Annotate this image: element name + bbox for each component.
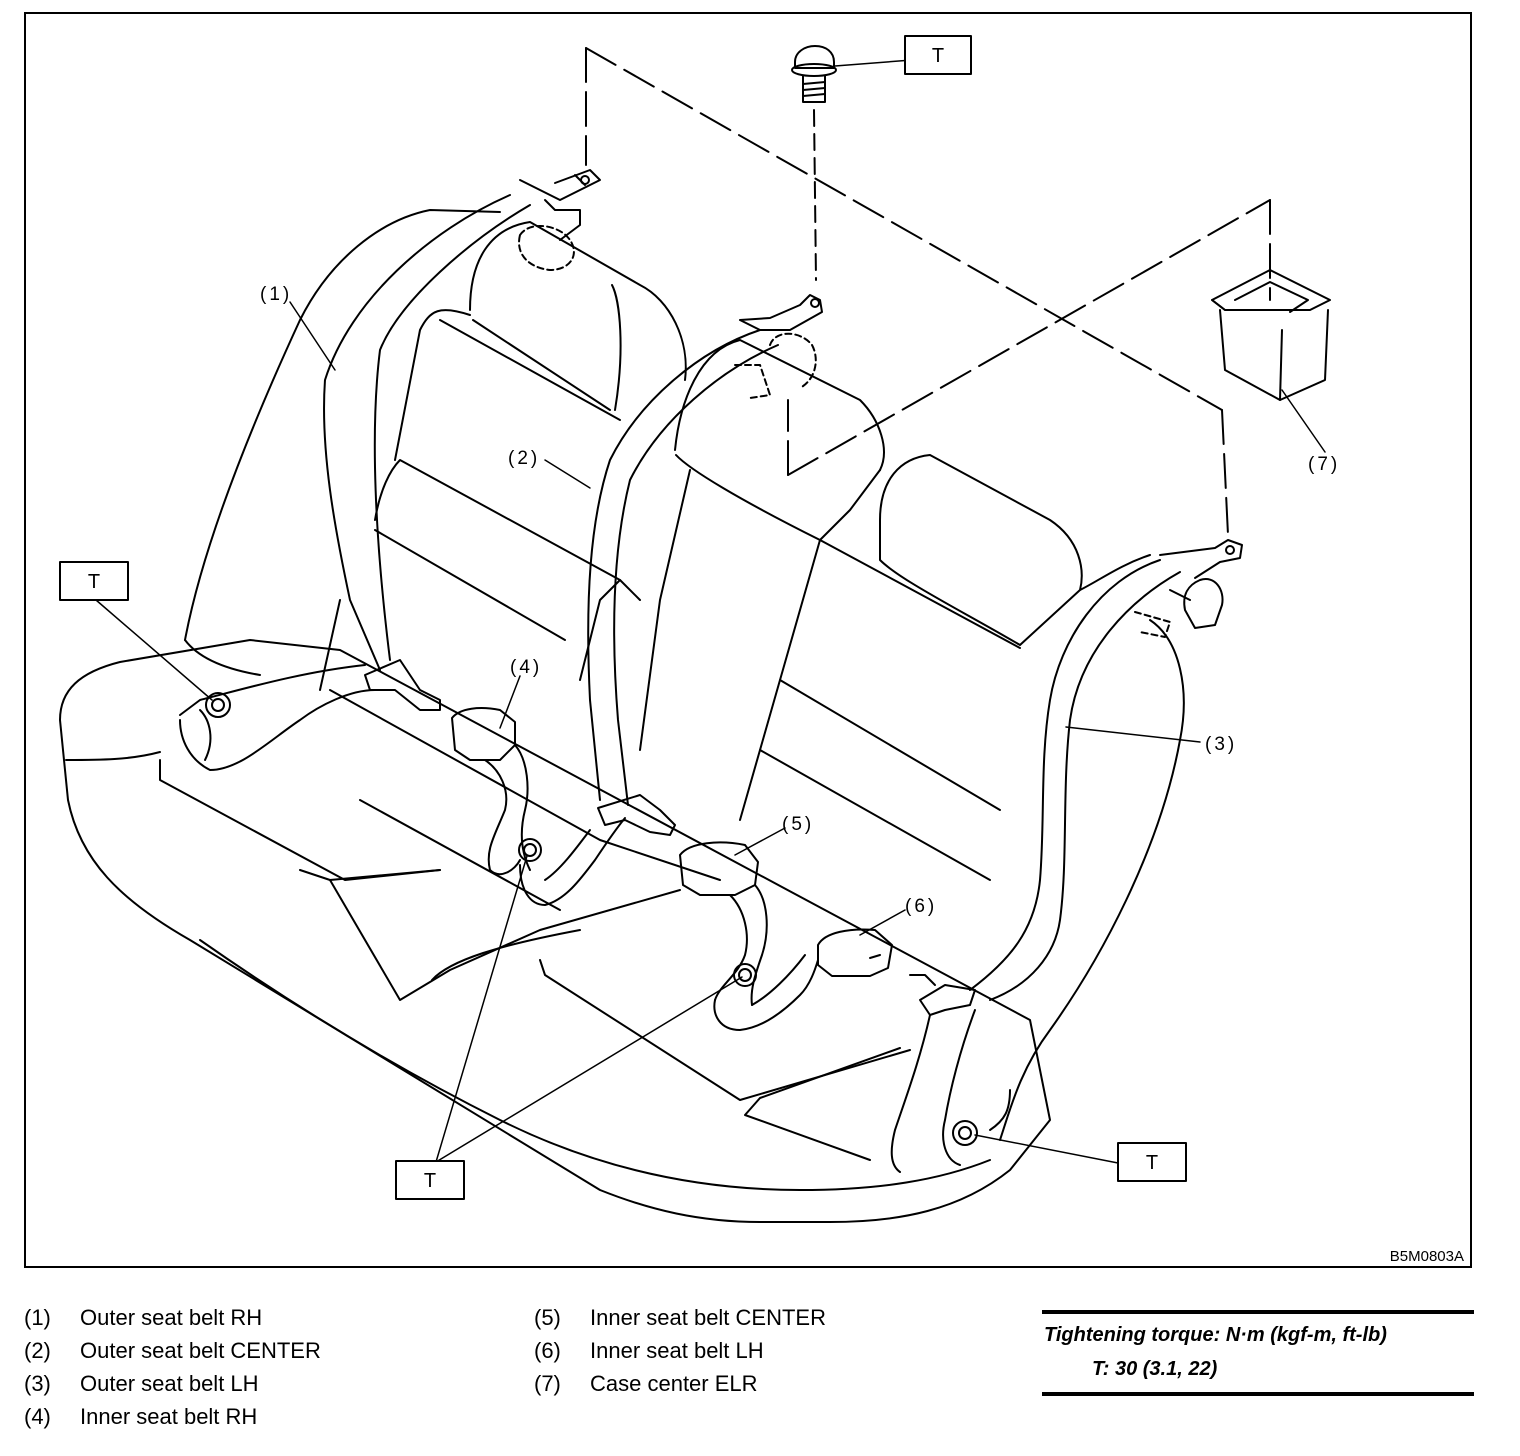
torque-marker-top: T (932, 45, 944, 67)
legend-number: (7) (534, 1371, 561, 1396)
assembly-lines (585, 47, 1271, 536)
legend-item-6: (6) Inner seat belt LH (534, 1338, 764, 1364)
legend-number: (3) (24, 1371, 51, 1396)
legend-text: Inner seat belt RH (80, 1404, 258, 1429)
callout-5: (5) (782, 814, 814, 835)
legend-text: Inner seat belt LH (590, 1338, 764, 1363)
callout-7: (7) (1308, 454, 1340, 475)
inner-seat-belt-lh (817, 928, 893, 977)
legend-number: (5) (534, 1305, 561, 1330)
legend-text: Inner seat belt CENTER (590, 1305, 826, 1330)
legend-item-5: (5) Inner seat belt CENTER (534, 1305, 826, 1331)
callout-labels: (1) (2) (3) (4) (5) (6) (7) (260, 284, 1340, 917)
rear-seat-cushion (59, 639, 1051, 1223)
diagram-frame (24, 12, 1472, 1268)
callout-6: (6) (905, 896, 937, 917)
outer-seat-belt-lh (890, 539, 1243, 1173)
callout-3: (3) (1205, 734, 1237, 755)
rear-seat-back (184, 209, 1185, 1141)
legend-item-7: (7) Case center ELR (534, 1371, 758, 1397)
callout-leaders (95, 57, 1326, 1164)
outer-seat-belt-center (587, 294, 823, 836)
torque-markers: T T T T (59, 35, 1187, 1200)
case-center-elr (1211, 269, 1331, 401)
torque-spec-box: Tightening torque: N·m (kgf-m, ft-lb) T:… (1042, 1310, 1474, 1396)
figure-code: B5M0803A (1390, 1248, 1464, 1265)
legend-number: (4) (24, 1404, 51, 1429)
legend-item-4: (4) Inner seat belt RH (24, 1404, 257, 1430)
mounting-bolt (791, 45, 837, 281)
torque-marker-center: T (424, 1170, 436, 1192)
outer-seat-belt-rh (179, 169, 601, 771)
legend-text: Outer seat belt RH (80, 1305, 263, 1330)
legend-text: Outer seat belt LH (80, 1371, 259, 1396)
inner-seat-belt-rh (451, 707, 626, 906)
legend-item-3: (3) Outer seat belt LH (24, 1371, 259, 1397)
torque-marker-left: T (1146, 1152, 1158, 1174)
legend-number: (6) (534, 1338, 561, 1363)
legend-text: Case center ELR (590, 1371, 758, 1396)
legend-number: (1) (24, 1305, 51, 1330)
inner-seat-belt-center (679, 841, 819, 1031)
callout-1: (1) (260, 284, 292, 305)
callout-2: (2) (508, 448, 540, 469)
torque-value: T: 30 (3.1, 22) (1092, 1358, 1218, 1380)
parts-legend: (1) Outer seat belt RH (2) Outer seat belt… (24, 1305, 984, 1455)
legend-item-2: (2) Outer seat belt CENTER (24, 1338, 321, 1364)
legend-number: (2) (24, 1338, 51, 1363)
legend-item-1: (1) Outer seat belt RH (24, 1305, 262, 1331)
torque-marker-right: T (88, 571, 100, 593)
seat-belt-exploded-diagram: (1) (2) (3) (4) (5) (6) (7) T T T T B5M0… (59, 35, 1464, 1265)
torque-heading: Tightening torque: N·m (kgf-m, ft-lb) (1044, 1324, 1387, 1346)
callout-4: (4) (510, 657, 542, 678)
legend-text: Outer seat belt CENTER (80, 1338, 321, 1363)
